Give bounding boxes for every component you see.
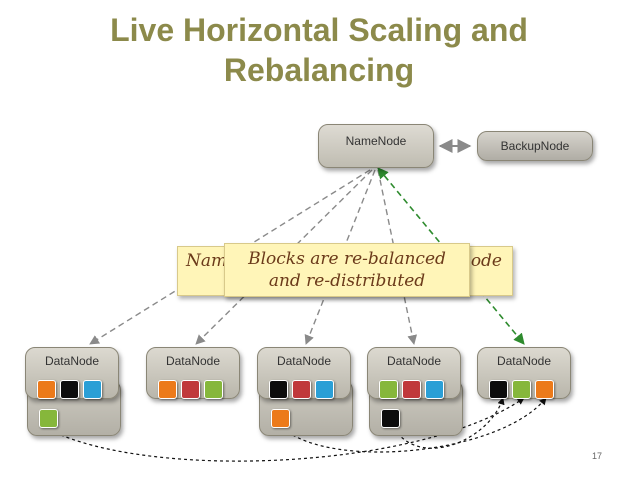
namenode-label: NameNode [345, 134, 407, 148]
callout-front-note: Blocks are re-balanced and re-distribute… [224, 243, 470, 297]
block-green [512, 380, 531, 399]
slide-title-line-1: Live Horizontal Scaling and [110, 12, 528, 48]
callout-back-right-text: ode [470, 251, 502, 271]
slide-title-line-2: Rebalancing [223, 52, 415, 88]
block-orange [535, 380, 554, 399]
block-black [269, 380, 288, 399]
block-green [39, 409, 58, 428]
block-black [60, 380, 79, 399]
block-orange [158, 380, 177, 399]
callout-back-left-text: Nam [186, 251, 228, 271]
block-blue [315, 380, 334, 399]
callout-front-line-1: Blocks are re-balanced [248, 249, 446, 269]
block-red [181, 380, 200, 399]
block-green [204, 380, 223, 399]
datanode-label: DataNode [276, 354, 332, 368]
block-blue [83, 380, 102, 399]
block-blue [425, 380, 444, 399]
block-orange [37, 380, 56, 399]
backupnode-label: BackupNode [500, 139, 570, 153]
block-red [292, 380, 311, 399]
block-black [381, 409, 400, 428]
rebalance-arrow-black [393, 397, 505, 449]
datanode-label: DataNode [386, 354, 442, 368]
datanode-label: DataNode [44, 354, 100, 368]
block-orange [271, 409, 290, 428]
backupnode-box[interactable]: BackupNode [477, 131, 593, 161]
namenode-box[interactable]: NameNode [318, 124, 434, 168]
datanode-label: DataNode [165, 354, 221, 368]
page-number: 17 [591, 451, 602, 461]
block-black [489, 380, 508, 399]
datanode-label: DataNode [496, 354, 552, 368]
block-red [402, 380, 421, 399]
block-green [379, 380, 398, 399]
callout-front-line-2: and re-distributed [268, 271, 426, 291]
